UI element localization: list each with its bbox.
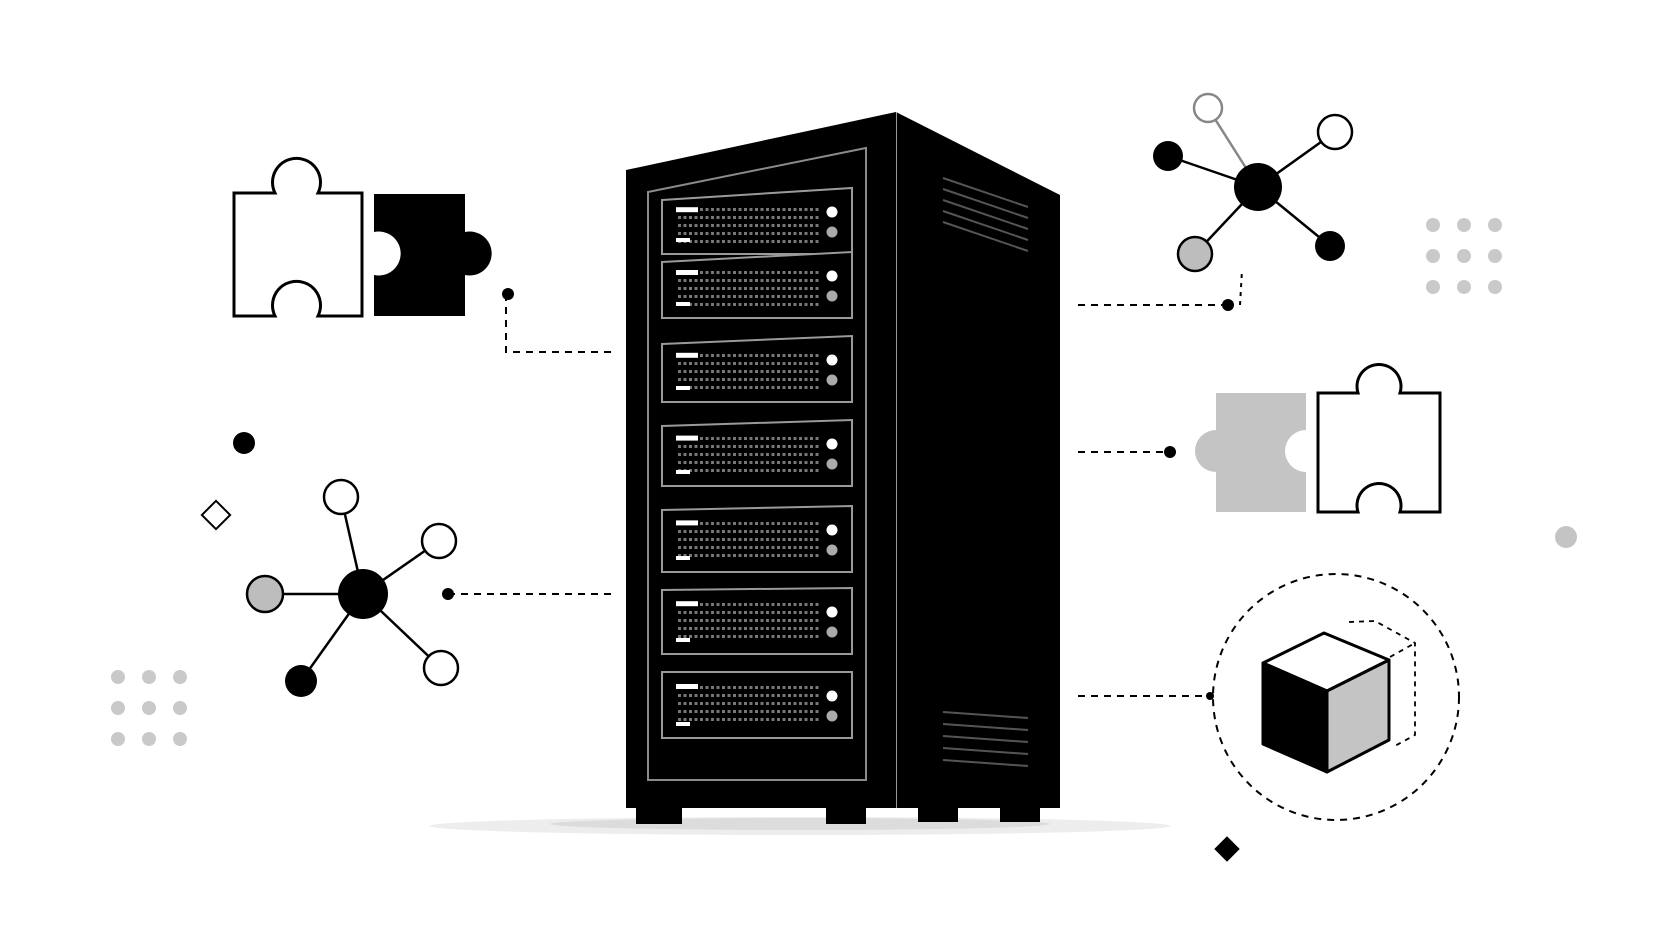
server-units bbox=[661, 186, 853, 739]
puzzle-piece-outline bbox=[1316, 362, 1442, 514]
server-status-bar bbox=[676, 207, 698, 213]
server-unit bbox=[661, 586, 853, 655]
server-led-gray bbox=[826, 544, 838, 556]
server-status-bar bbox=[676, 520, 698, 526]
server-unit bbox=[661, 186, 853, 255]
puzzle-piece-icon bbox=[232, 156, 492, 318]
server-status-bar bbox=[676, 601, 698, 607]
server-vent-grid bbox=[678, 603, 819, 638]
server-vent-grid bbox=[678, 686, 819, 721]
connector-puzzle-left bbox=[505, 294, 612, 353]
diamond-icon bbox=[1214, 836, 1240, 862]
server-led-gray bbox=[826, 458, 838, 470]
rack-side-vents-bottom bbox=[942, 711, 1029, 767]
diamond-icon bbox=[200, 499, 232, 531]
server-vent-grid bbox=[678, 271, 819, 306]
server-status-bar bbox=[676, 435, 698, 441]
server-led-white bbox=[826, 270, 838, 282]
server-led-white bbox=[826, 606, 838, 618]
cube-icon bbox=[1212, 573, 1460, 821]
dot-grid-icon bbox=[111, 670, 187, 746]
rack-side-panel bbox=[896, 112, 1060, 808]
server-led-gray bbox=[826, 710, 838, 722]
server-status-bar bbox=[676, 352, 698, 358]
puzzle-piece-filled bbox=[374, 194, 492, 316]
server-led-gray bbox=[826, 374, 838, 386]
server-rack-icon bbox=[626, 112, 1060, 824]
server-unit bbox=[661, 671, 853, 739]
server-vent-grid bbox=[678, 208, 819, 243]
network-hub bbox=[1234, 163, 1282, 211]
server-led-white bbox=[826, 206, 838, 218]
server-led-gray bbox=[826, 626, 838, 638]
decorative-dot-black bbox=[233, 432, 255, 454]
connector-lines bbox=[448, 269, 1243, 697]
server-vent-grid bbox=[678, 354, 819, 389]
server-led-white bbox=[826, 438, 838, 450]
server-unit bbox=[661, 418, 853, 487]
server-status-bar bbox=[676, 270, 698, 275]
network-node-icon bbox=[245, 478, 460, 697]
puzzle-piece-gray bbox=[1195, 393, 1306, 512]
server-unit bbox=[661, 250, 853, 319]
rack-side-vents-top bbox=[942, 177, 1029, 252]
server-led-white bbox=[826, 524, 838, 536]
puzzle-piece-outline bbox=[232, 156, 364, 318]
network-node-icon bbox=[1153, 92, 1354, 273]
server-vent-grid bbox=[678, 522, 819, 557]
network-hub bbox=[338, 569, 388, 619]
server-led-white bbox=[826, 690, 838, 702]
server-led-gray bbox=[826, 226, 838, 238]
server-unit bbox=[661, 504, 853, 573]
server-unit bbox=[661, 334, 853, 403]
server-led-white bbox=[826, 354, 838, 366]
rack-feet bbox=[636, 800, 1040, 824]
dot-grid-icon bbox=[1426, 218, 1502, 294]
puzzle-piece-icon bbox=[1195, 362, 1442, 514]
server-status-bar bbox=[676, 684, 698, 689]
connector-endpoints bbox=[442, 288, 1234, 700]
cube-dashed-ring bbox=[1212, 573, 1460, 821]
floor-shadow bbox=[430, 817, 1170, 835]
rack-front-frame bbox=[647, 146, 867, 781]
decorative-dot-gray bbox=[1555, 526, 1577, 548]
server-led-gray bbox=[826, 290, 838, 302]
